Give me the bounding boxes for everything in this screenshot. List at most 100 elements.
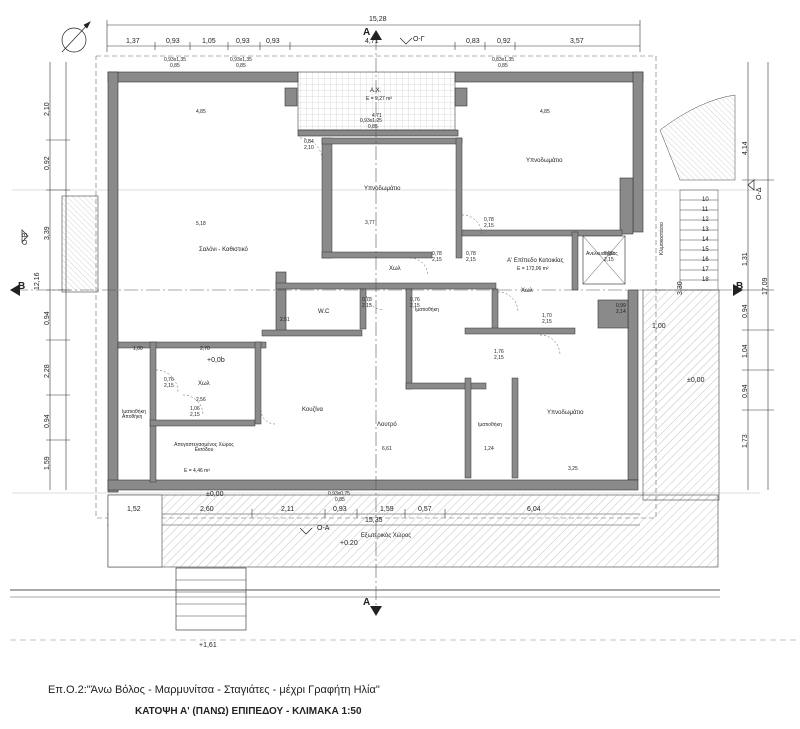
top-dim-a: 1,37 xyxy=(126,38,140,45)
room-entry: Απεγαστεγασμένος Χώρος Εισόδου xyxy=(174,442,234,453)
room-entry-area: Ε = 4,46 m² xyxy=(184,468,210,474)
left-dim-g: 0,94 xyxy=(44,414,51,428)
level-5: +1,61 xyxy=(199,642,217,649)
dim-d20: 0,83x1,35 xyxy=(492,57,514,63)
top-dim-d: 0,93 xyxy=(236,38,250,45)
room-exterior: Εξωτερικός Χώρος xyxy=(360,533,412,539)
room-wc: W.C xyxy=(318,309,330,315)
step-12: 12 xyxy=(702,217,709,223)
room-hall-1: Χωλ xyxy=(389,266,401,272)
dim-d32: 0,80 xyxy=(604,251,614,257)
step-17: 17 xyxy=(702,267,709,273)
room-bedroom-3: Υπνοδωμάτιο xyxy=(547,410,584,416)
dim-d45: 0,76 xyxy=(164,377,174,383)
step-10: 10 xyxy=(702,197,709,203)
balcony-ax xyxy=(297,71,456,131)
dim-d16: 0,93x1,35 xyxy=(230,57,252,63)
left-dim-h: 1,59 xyxy=(44,456,51,470)
right-dim-d: 3,30 xyxy=(677,281,684,295)
room-ax-area: Ε = 9,27 m² xyxy=(366,96,392,102)
orientation-ob: O-B xyxy=(22,232,29,245)
top-dim-b: 0,93 xyxy=(166,38,180,45)
dim-d23: 2,10 xyxy=(304,145,314,151)
dim-d31: 2,15 xyxy=(362,303,372,309)
section-b-right: B xyxy=(736,281,744,292)
dim-d8: 6,61 xyxy=(382,446,392,452)
dim-d14: 0,93x1,25 xyxy=(360,118,382,124)
bottom-dim-e: 1,59 xyxy=(380,506,394,513)
top-total-dim: 15,28 xyxy=(369,16,387,23)
dim-d42: 2,70 xyxy=(200,346,210,352)
dim-d9: 3,25 xyxy=(568,466,578,472)
left-dim-b: 0,92 xyxy=(44,156,51,170)
exterior-walls xyxy=(107,71,644,493)
level-4: ±0,00 xyxy=(687,377,705,384)
room-elevator: Ανελκυστήρας xyxy=(586,251,618,257)
right-terrace xyxy=(642,289,720,501)
dim-d34: 0,99 xyxy=(616,303,626,309)
section-a-top: A xyxy=(363,27,371,38)
top-dim-i: 3,57 xyxy=(570,38,584,45)
dim-d5: 4,85 xyxy=(540,109,550,115)
top-dim-f: 4,71 xyxy=(365,38,379,45)
left-dim-e: 0,94 xyxy=(44,311,51,325)
dim-d17: 0,85 xyxy=(236,63,246,69)
interior-walls xyxy=(117,137,623,483)
dim-d12: 0,93x1,35 xyxy=(164,57,186,63)
dim-d4: 3,77 xyxy=(365,220,375,226)
dim-d15: 0,85 xyxy=(368,124,378,130)
dim-d33: 2,15 xyxy=(604,257,614,263)
dim-d6: 2,51 xyxy=(280,317,290,323)
right-dim-e: 0,94 xyxy=(742,304,749,318)
room-level-label: Α' Επίπεδο Κατοικίας xyxy=(507,258,564,264)
dim-d39: 2,15 xyxy=(542,319,552,325)
top-dim-h: 0,92 xyxy=(497,38,511,45)
dim-d1: 4,85 xyxy=(196,109,206,115)
bottom-dim-c: 2,11 xyxy=(281,506,295,513)
dim-d18: 0,93x0,75 xyxy=(328,491,350,497)
left-dim-a: 2,10 xyxy=(44,102,51,116)
dim-d36: 0,76 xyxy=(410,297,420,303)
right-dim-g: 0,94 xyxy=(742,384,749,398)
level-2: ±0,00 xyxy=(206,491,224,498)
step-14: 14 xyxy=(702,237,709,243)
right-dim-h: 1,73 xyxy=(742,434,749,448)
left-dim-f: 2,28 xyxy=(44,364,51,378)
dim-d26: 0,78 xyxy=(432,251,442,257)
left-dim-c: 3,39 xyxy=(44,226,51,240)
dim-d41: 2,15 xyxy=(494,355,504,361)
door-swings xyxy=(155,137,561,425)
dim-d27: 2,15 xyxy=(432,257,442,263)
room-level-area: Ε = 172,06 m² xyxy=(517,266,549,272)
dim-d24: 0,78 xyxy=(484,217,494,223)
dim-d22: 0,84 xyxy=(304,139,314,145)
orientation-oa: O-A xyxy=(317,525,330,532)
section-markers xyxy=(10,30,743,616)
dim-d29: 2,15 xyxy=(466,257,476,263)
room-saloni: Σαλόνι - Καθιστικό xyxy=(199,247,248,253)
dim-d37: 2,15 xyxy=(410,303,420,309)
room-kitchen: Κουζίνα xyxy=(302,407,323,413)
orientation-od: O-Δ xyxy=(756,187,763,200)
dim-d19: 0,85 xyxy=(335,497,345,503)
room-bedroom-2: Υπνοδωμάτιο xyxy=(526,158,563,164)
top-dimensions xyxy=(106,20,641,52)
dim-d25: 2,15 xyxy=(484,223,494,229)
orientation-og: O-Γ xyxy=(413,36,425,43)
dim-1-00: 1,00 xyxy=(652,323,666,330)
dim-d40: 1,76 xyxy=(494,349,504,355)
right-dim-f: 1,04 xyxy=(742,344,749,358)
right-dim-a: 4,14 xyxy=(742,141,749,155)
dim-d21: 0,85 xyxy=(498,63,508,69)
dim-d2: 4,71 xyxy=(372,113,382,119)
room-storage: Ιματιοθήκη Αποθήκη xyxy=(122,409,146,420)
dim-d46: 2,15 xyxy=(164,383,174,389)
bottom-dim-a: 1,52 xyxy=(127,506,141,513)
bottom-dim-f: 0,57 xyxy=(418,506,432,513)
level-1: +0,0b xyxy=(207,357,225,364)
dim-d13: 0,85 xyxy=(170,63,180,69)
right-dimensions xyxy=(742,62,774,490)
entry-stairs xyxy=(175,567,247,631)
north-arrow xyxy=(61,21,91,53)
